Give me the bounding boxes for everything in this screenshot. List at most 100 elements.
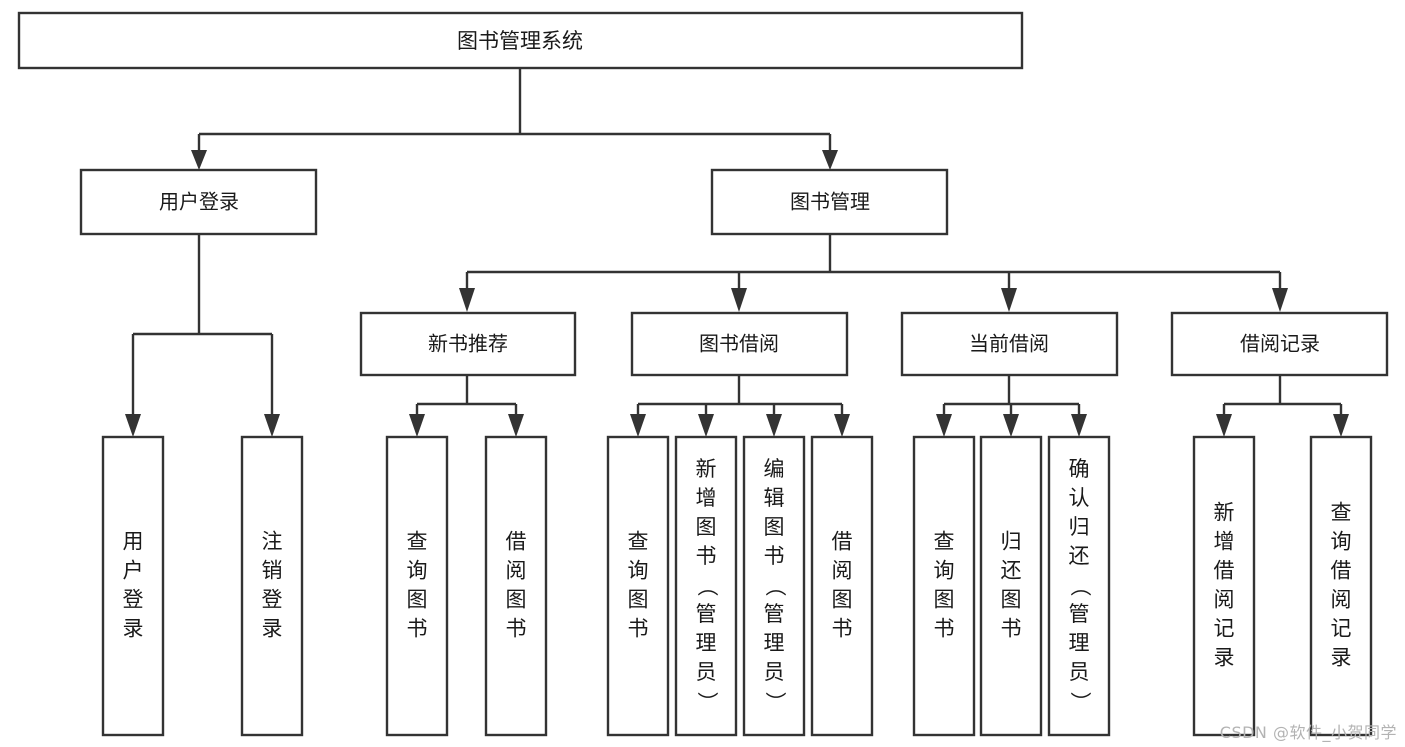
- leaf-node-box[interactable]: [101, 435, 165, 737]
- svg-text:理: 理: [696, 631, 717, 655]
- arrow-head-borrow-leaf1: [630, 414, 646, 437]
- svg-text:询: 询: [407, 559, 428, 583]
- leaf-nodes-group: 用户登录注销登录查询图书借阅图书查询图书新增图书（管理员）编辑图书（管理员）借阅…: [101, 435, 1373, 737]
- node-book-borrow-label: 图书借阅: [699, 332, 779, 356]
- svg-text:员: 员: [1069, 660, 1090, 684]
- svg-text:书: 书: [934, 617, 955, 641]
- leaf-node-box[interactable]: [674, 435, 738, 737]
- leaf-node-box[interactable]: [240, 435, 304, 737]
- node-current-borrow-box[interactable]: [900, 311, 1119, 377]
- arrow-head-borrow: [731, 288, 747, 312]
- node-root-label: 图书管理系统: [457, 29, 583, 53]
- node-book-borrow-box[interactable]: [630, 311, 849, 377]
- svg-text:录: 录: [123, 617, 144, 641]
- svg-text:查: 查: [1331, 501, 1352, 525]
- node-book-management-box[interactable]: [710, 168, 949, 236]
- svg-text:借: 借: [506, 530, 527, 554]
- leaf-node-box[interactable]: [1192, 435, 1256, 737]
- svg-text:录: 录: [1214, 646, 1235, 670]
- svg-text:借: 借: [1331, 559, 1352, 583]
- node-book-management-label: 图书管理: [790, 190, 870, 214]
- leaf-node-box[interactable]: [385, 435, 449, 737]
- svg-text:用: 用: [123, 530, 144, 554]
- svg-text:记: 记: [1331, 617, 1352, 641]
- svg-text:图: 图: [628, 588, 649, 612]
- leaf-node-box[interactable]: [979, 435, 1043, 737]
- svg-text:书: 书: [832, 617, 853, 641]
- node-new-book-recommend-label: 新书推荐: [428, 332, 508, 356]
- node-borrow-record-box[interactable]: [1170, 311, 1389, 377]
- connectors-group: [125, 68, 1349, 437]
- svg-text:登: 登: [262, 588, 283, 612]
- svg-text:阅: 阅: [832, 559, 853, 583]
- svg-text:户: 户: [123, 559, 144, 583]
- svg-text:书: 书: [506, 617, 527, 641]
- svg-text:阅: 阅: [1214, 588, 1235, 612]
- node-new-book-recommend[interactable]: 新书推荐: [359, 311, 577, 377]
- leaf-node-box[interactable]: [484, 435, 548, 737]
- svg-text:认: 认: [1069, 486, 1090, 510]
- leaf-node-box[interactable]: [606, 435, 670, 737]
- svg-text:（: （: [763, 576, 787, 597]
- arrow-head-current-leaf1: [936, 414, 952, 437]
- node-root[interactable]: 图书管理系统: [17, 11, 1024, 70]
- svg-text:图: 图: [764, 515, 785, 539]
- leaf-node-box[interactable]: [1047, 435, 1111, 737]
- csdn-watermark: CSDN @软件_小贺同学: [1219, 723, 1397, 742]
- node-new-book-recommend-box[interactable]: [359, 311, 577, 377]
- svg-text:确: 确: [1069, 457, 1090, 481]
- svg-text:书: 书: [696, 544, 717, 568]
- leaf-node-box[interactable]: [1309, 435, 1373, 737]
- node-user-login-box[interactable]: [79, 168, 318, 236]
- svg-text:（: （: [1068, 576, 1092, 597]
- svg-text:图: 图: [1001, 588, 1022, 612]
- svg-text:还: 还: [1069, 544, 1090, 568]
- svg-text:新: 新: [1214, 501, 1235, 525]
- arrow-head-recommend-leaf2: [508, 414, 524, 437]
- svg-text:图: 图: [832, 588, 853, 612]
- arrow-head-recommend-leaf1: [409, 414, 425, 437]
- node-current-borrow[interactable]: 当前借阅: [900, 311, 1119, 377]
- node-book-management[interactable]: 图书管理: [710, 168, 949, 236]
- node-user-login[interactable]: 用户登录: [79, 168, 318, 236]
- arrow-head-user-login: [191, 150, 207, 170]
- svg-text:书: 书: [628, 617, 649, 641]
- node-book-borrow[interactable]: 图书借阅: [630, 311, 849, 377]
- leaf-node-user-login-1[interactable]: 用户登录: [101, 435, 165, 737]
- svg-text:销: 销: [262, 559, 283, 583]
- svg-text:图: 图: [696, 515, 717, 539]
- leaf-node-box[interactable]: [810, 435, 874, 737]
- svg-text:询: 询: [934, 559, 955, 583]
- svg-text:录: 录: [262, 617, 283, 641]
- svg-text:归: 归: [1001, 530, 1022, 554]
- leaf-node-box[interactable]: [912, 435, 976, 737]
- svg-text:图: 图: [934, 588, 955, 612]
- svg-text:）: ）: [1068, 692, 1092, 713]
- arrow-head-borrow-leaf2: [698, 414, 714, 437]
- node-current-borrow-label: 当前借阅: [969, 332, 1049, 356]
- svg-text:录: 录: [1331, 646, 1352, 670]
- node-borrow-record[interactable]: 借阅记录: [1170, 311, 1389, 377]
- leaf-node-box[interactable]: [742, 435, 806, 737]
- node-user-login-label: 用户登录: [159, 190, 239, 214]
- node-root-box[interactable]: [17, 11, 1024, 70]
- svg-text:增: 增: [1214, 530, 1235, 554]
